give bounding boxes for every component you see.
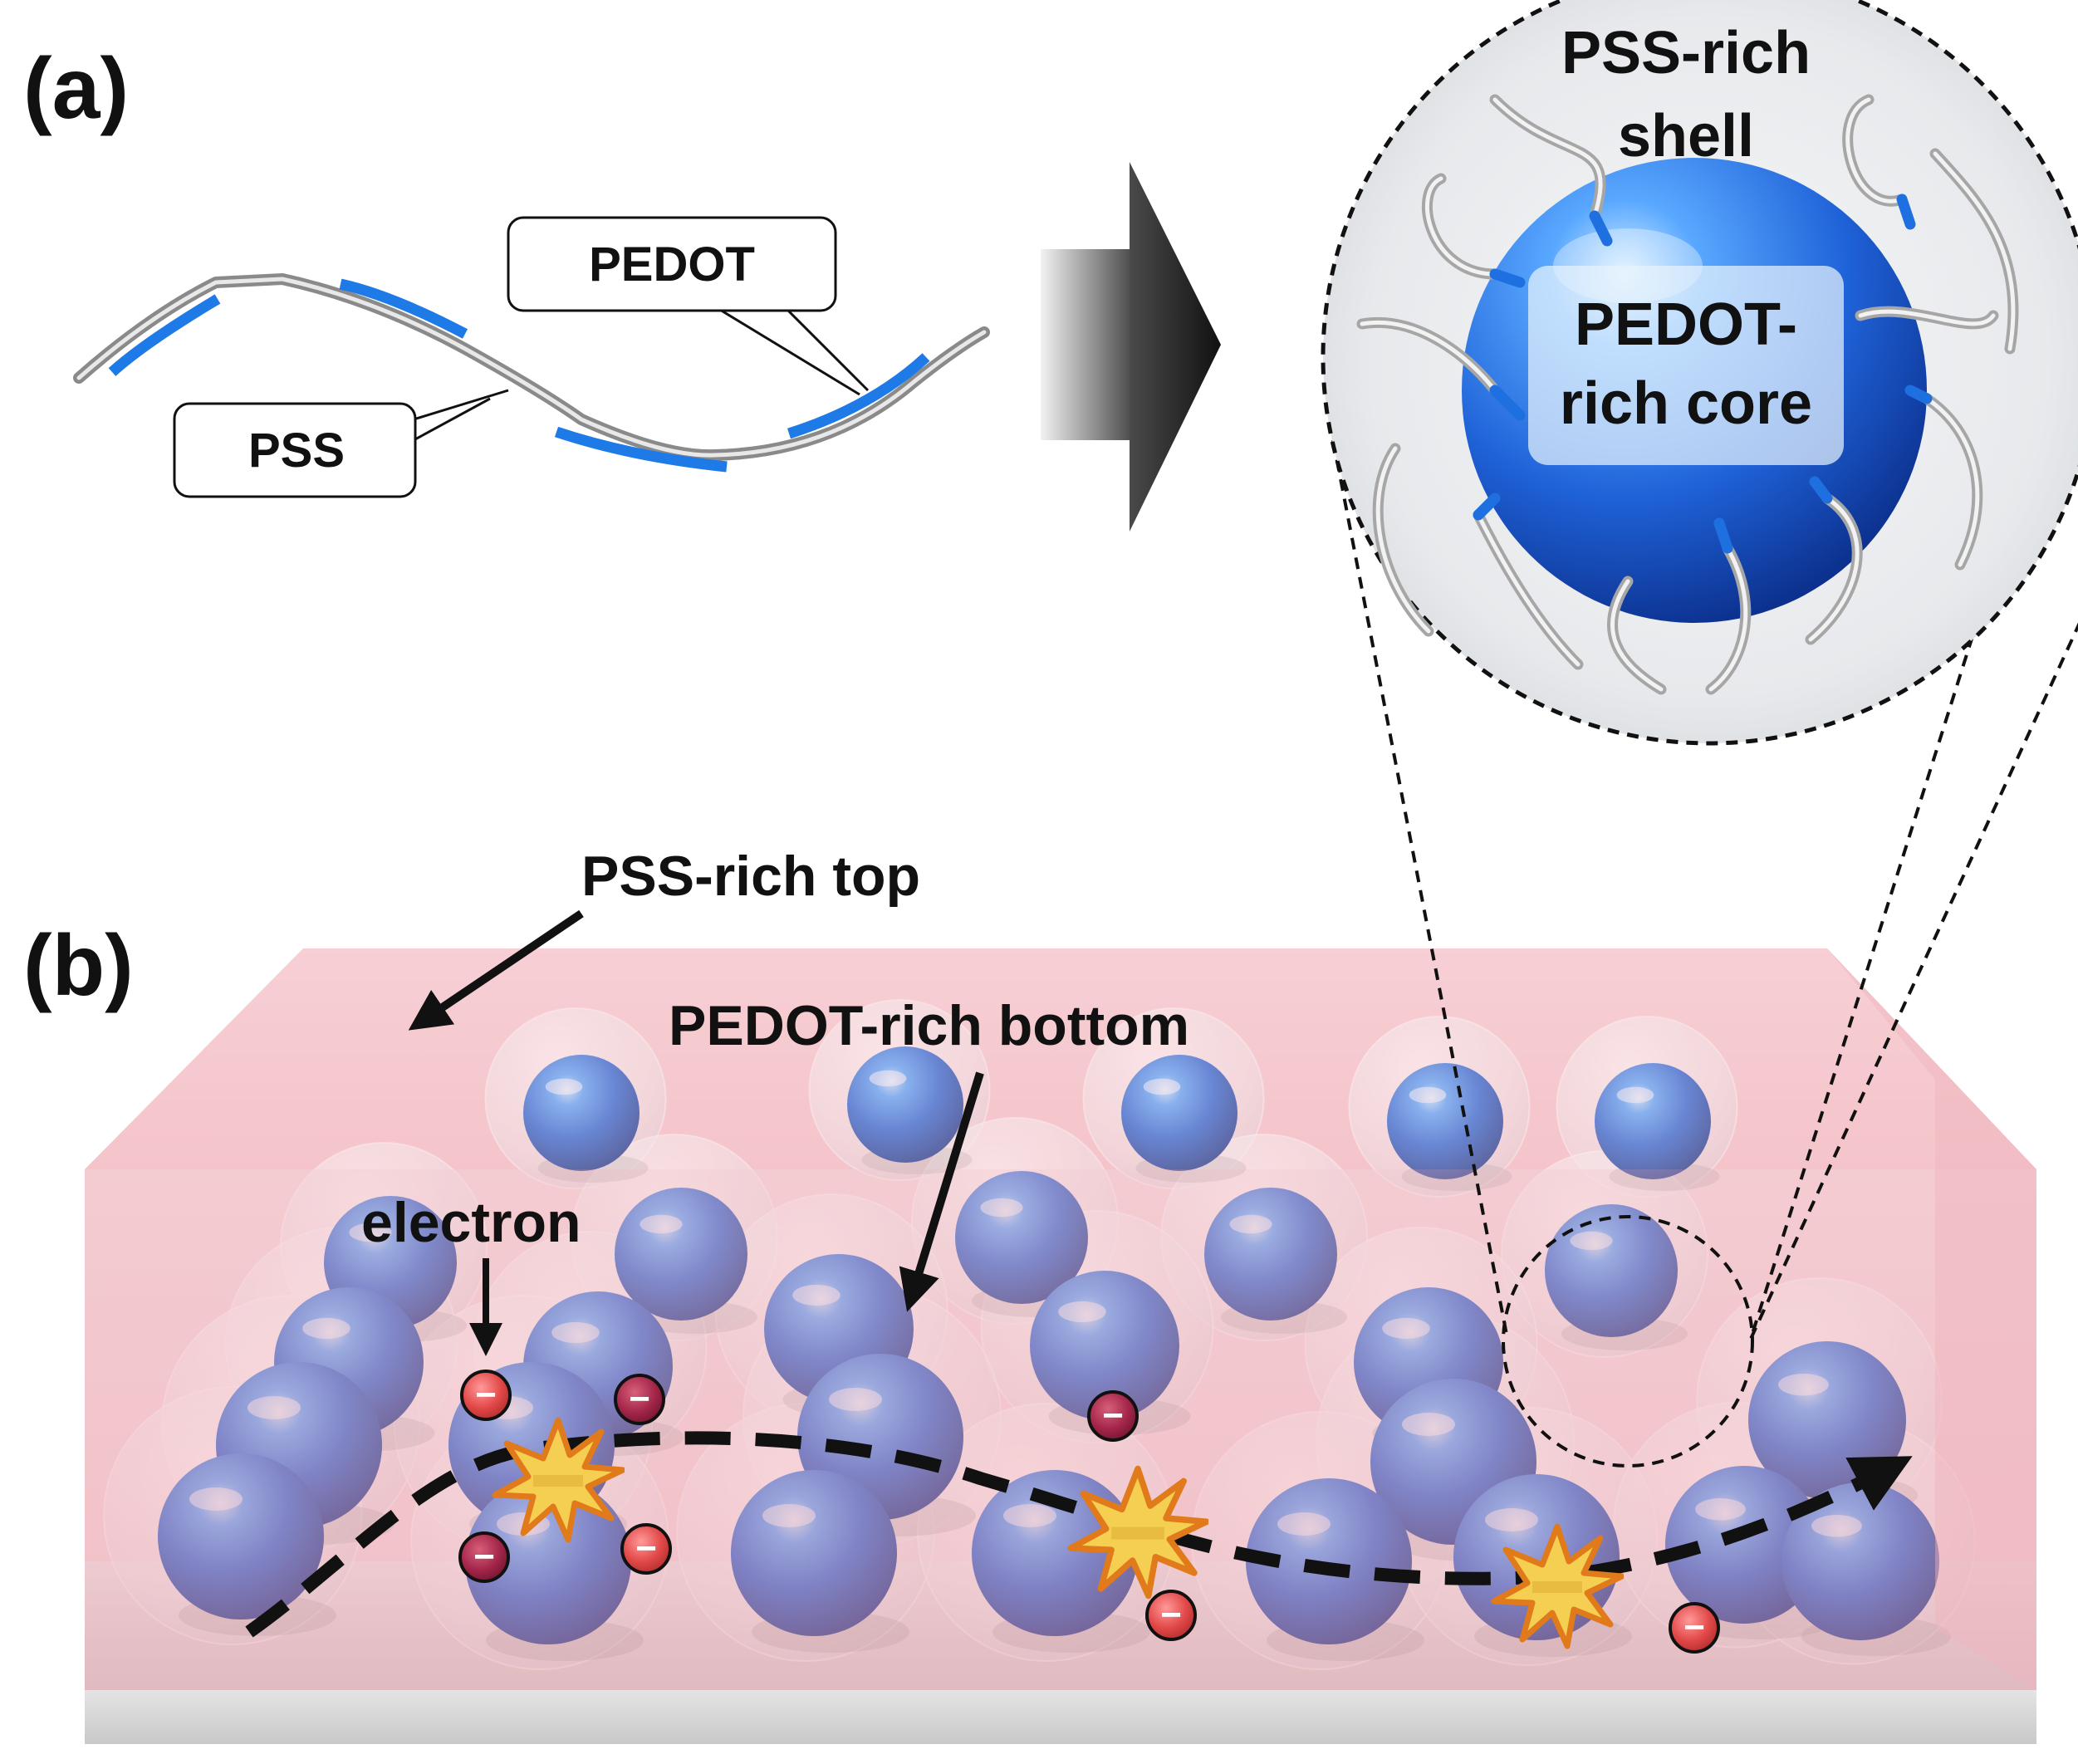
shell-label-line1: PSS-rich	[1561, 20, 1811, 86]
electron-minus-sign: −	[1683, 1607, 1705, 1648]
highlighted-particle-outline	[1502, 1215, 1754, 1468]
pss-chains	[1356, 94, 2019, 695]
transition-arrow	[1041, 162, 1221, 532]
electron: −	[1087, 1390, 1139, 1442]
pss-label: PSS	[248, 424, 345, 478]
electron-minus-sign: −	[635, 1528, 657, 1569]
zoom-connectors	[1331, 439, 2078, 1340]
electron-minus-sign: −	[475, 1374, 497, 1415]
polymer-chain	[73, 273, 990, 473]
pedot-core-highlight	[1409, 1086, 1447, 1104]
pss-rich-top-annotation: PSS-rich top	[408, 845, 920, 1031]
electron: −	[614, 1374, 665, 1425]
pedot-segment	[339, 278, 468, 339]
electron: −	[620, 1523, 672, 1575]
electron-minus-sign: −	[1160, 1595, 1182, 1635]
panel-b-label: (b)	[23, 918, 134, 1014]
electron-minus-sign: −	[629, 1379, 650, 1419]
panel-a: (a) PEDOT PSS	[23, 41, 1221, 532]
pedot-segment	[108, 294, 221, 376]
shell-label-line2: shell	[1618, 103, 1754, 169]
pedot-core-highlight	[1143, 1078, 1181, 1095]
electrons: − − − − − − −	[458, 1370, 1720, 1654]
pedot-label: PEDOT	[589, 238, 755, 292]
electron-minus-sign: −	[473, 1536, 495, 1577]
electron: −	[460, 1370, 512, 1421]
substrate-base	[85, 1690, 2036, 1744]
electron-minus-sign: −	[1102, 1395, 1124, 1436]
pedot-segment	[554, 426, 728, 473]
electron: −	[1145, 1590, 1197, 1641]
pedot-segment	[787, 353, 930, 439]
electron: −	[458, 1531, 510, 1583]
core-label-line2: rich core	[1560, 370, 1812, 437]
core-label-line1: PEDOT-	[1575, 292, 1797, 358]
pedot-rich-bottom-label: PEDOT-rich bottom	[669, 994, 1189, 1057]
pss-rich-top-label: PSS-rich top	[581, 845, 920, 908]
panel-a-label: (a)	[23, 41, 129, 137]
electron-conduction-path	[245, 1431, 1913, 1638]
pedot-core-highlight	[869, 1070, 907, 1087]
electron-annotation: electron	[361, 1191, 581, 1356]
electron-label: electron	[361, 1191, 581, 1254]
panel-b: (b) − − − − − − − PSS-rich top PEDOT-rich bott…	[23, 845, 2036, 1744]
electron: −	[1669, 1602, 1720, 1654]
pedot-rich-bottom-annotation: PEDOT-rich bottom	[669, 994, 1189, 1312]
pedot-core-highlight	[545, 1078, 583, 1095]
pedot-callout: PEDOT	[507, 216, 870, 396]
zoomed-particle: PEDOT- rich core PSS-rich shell	[1321, 0, 2078, 746]
pss-callout: PSS	[173, 389, 509, 498]
pedot-core-highlight	[1616, 1086, 1654, 1104]
